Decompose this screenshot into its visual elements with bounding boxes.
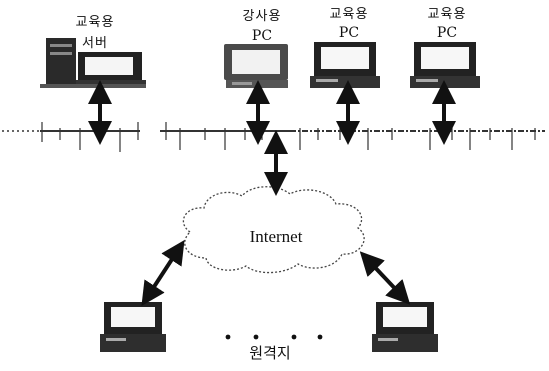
instructor-pc-icon bbox=[224, 44, 288, 88]
server-label-line1: 교육용 bbox=[75, 15, 115, 30]
server-label-line2: 서버 bbox=[82, 36, 108, 51]
edu-pc-2-label-line1: 교육용 bbox=[427, 7, 467, 22]
edu-pc-1-label-line2: PC bbox=[338, 25, 360, 41]
lan-bus bbox=[2, 122, 545, 152]
edu-pc-1-icon bbox=[310, 42, 380, 88]
remote-dots bbox=[225, 334, 323, 340]
internet-label: Internet bbox=[249, 227, 303, 246]
edu-pc-2-icon bbox=[410, 42, 480, 88]
edu-pc-2-label-line2: PC bbox=[436, 25, 458, 41]
remote-right-link-arrow bbox=[359, 251, 411, 305]
edu-pc-1-label-line1: 교육용 bbox=[329, 7, 369, 22]
connection-arrows bbox=[88, 80, 456, 307]
remote-pc-left-icon bbox=[100, 302, 166, 352]
remote-site-label: 원격지 bbox=[249, 344, 291, 362]
remote-left-link-arrow bbox=[141, 239, 185, 307]
remote-pc-right-icon bbox=[372, 302, 438, 352]
instructor-pc-label-line1: 강사용 bbox=[242, 9, 282, 24]
internet-cloud-icon bbox=[182, 186, 365, 274]
instructor-pc-label-line2: PC bbox=[251, 28, 273, 44]
